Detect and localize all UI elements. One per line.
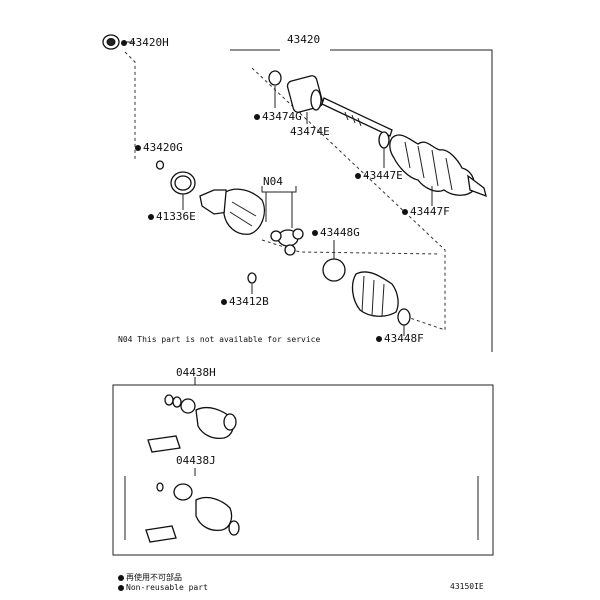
part-number: 41336E <box>156 210 196 223</box>
label-43474e: 43474E <box>290 125 330 138</box>
drive-shaft-part <box>321 97 393 137</box>
part-number: 43448F <box>384 332 424 345</box>
inner-joint-housing-part <box>199 188 265 235</box>
part-number: 43447F <box>410 205 450 218</box>
hub-nut-part <box>102 34 120 50</box>
clamp-43448f-part <box>397 308 411 326</box>
note-n04: N04 This part is not available for servi… <box>118 335 320 344</box>
non-reusable-dot <box>312 230 318 236</box>
label-43448f: 43448F <box>376 332 424 345</box>
label-43420g: 43420G <box>135 141 183 154</box>
label-43447e: 43447E <box>355 169 403 182</box>
label-n04: N04 <box>263 175 283 188</box>
part-number: N04 <box>263 175 283 188</box>
note-text: N04 This part is not available for servi… <box>118 335 321 344</box>
guide-hubnut <box>124 51 136 160</box>
label-04438h: 04438H <box>176 366 216 379</box>
part-number: 04438J <box>176 454 216 467</box>
non-reusable-dot <box>254 114 260 120</box>
non-reusable-dot <box>135 145 141 151</box>
seal-41336e-part <box>170 171 196 195</box>
ring-43474g-part <box>268 70 282 86</box>
legend-text: 再使用不可部品 <box>126 573 182 582</box>
part-number: 04438H <box>176 366 216 379</box>
tripod-n04-part <box>270 228 304 256</box>
legend-text: Non-reusable part <box>126 583 208 592</box>
figure-code-text: 43150IE <box>450 582 484 591</box>
label-04438j: 04438J <box>176 454 216 467</box>
clip-43420g-part <box>155 160 165 170</box>
legend-row-1: 再使用不可部品 <box>118 572 182 583</box>
legend-dot <box>118 584 124 591</box>
label-43420: 43420 <box>287 33 320 46</box>
part-number: 43420H <box>129 36 169 49</box>
outer-cv-joint-part <box>389 134 487 198</box>
part-number: 43420 <box>287 33 321 46</box>
legend-dot <box>118 574 124 581</box>
non-reusable-dot <box>355 173 361 179</box>
clamp-43448g-part <box>322 258 346 282</box>
part-number: 43447E <box>363 169 403 182</box>
part-number: 43412B <box>229 295 269 308</box>
snap-ring-43412b-part <box>247 272 257 284</box>
clamp-43447e-part <box>378 131 390 149</box>
part-number: 43448G <box>320 226 360 239</box>
kit-j-bracket <box>124 476 479 540</box>
figure-code: 43150IE <box>450 582 484 591</box>
legend-row-2: Non-reusable part <box>118 583 208 592</box>
non-reusable-dot <box>148 214 154 220</box>
n04-bracket <box>261 186 297 228</box>
non-reusable-dot <box>402 209 408 215</box>
kit-j-parts <box>145 482 240 543</box>
label-41336e: 41336E <box>148 210 196 223</box>
label-43447f: 43447F <box>402 205 450 218</box>
part-number: 43474G <box>262 110 302 123</box>
damper-43474e-part <box>286 75 324 113</box>
inner-boot-part <box>351 271 399 317</box>
assembly-bracket <box>230 49 493 352</box>
guide-inner <box>261 239 441 255</box>
non-reusable-dot <box>221 299 227 305</box>
label-43412b: 43412B <box>221 295 269 308</box>
label-43420h: 43420H <box>121 36 169 49</box>
non-reusable-dot <box>376 336 382 342</box>
part-number: 43474E <box>290 125 330 138</box>
part-number: 43420G <box>143 141 183 154</box>
non-reusable-dot <box>121 40 127 46</box>
label-43448g: 43448G <box>312 226 360 239</box>
kit-h-parts <box>147 394 237 453</box>
kit-box <box>112 384 494 556</box>
guide-outer <box>251 67 446 331</box>
label-43474g: 43474G <box>254 110 302 123</box>
